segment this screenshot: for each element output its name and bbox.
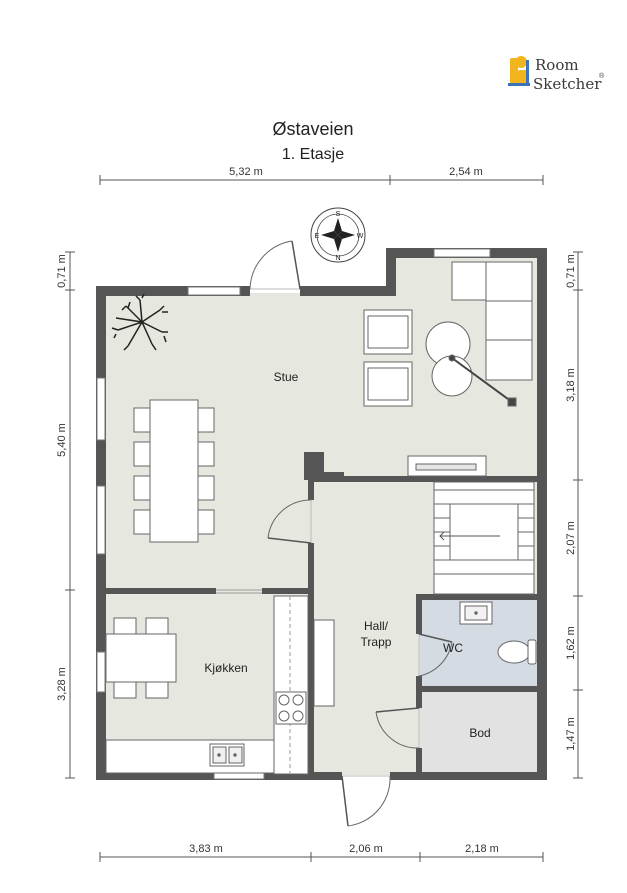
logo-registered-mark: ® [599,72,605,80]
dim-right-3: 2,07 m [565,521,577,555]
window-left-middle [96,485,106,555]
dim-right-1: 0,71 m [565,254,577,288]
windows [96,248,491,780]
compass-s: S [336,211,341,218]
wall-wc-left-upper [416,594,422,634]
logo-figure-icon [508,56,530,86]
wall-right [537,248,547,780]
toilet-icon [497,639,537,665]
wall-wc-left-lower [416,676,422,690]
armchair-1 [363,309,413,355]
wall-top-left [96,286,250,296]
dim-bottom-1: 3,83 m [189,843,223,855]
dim-bottom-3: 2,18 m [465,843,499,855]
hall-wardrobe [313,619,335,707]
room-label-bod: Bod [469,726,490,740]
roomsketcher-logo: Room Sketcher ® [508,56,605,93]
room-label-hall-line1: Hall/ [364,619,389,633]
window-left-upper [96,377,106,441]
wall-step [386,248,396,296]
door-entry-top [249,240,301,290]
sofa [451,261,533,381]
window-top-stue [187,286,241,296]
kitchen-sink-icon [209,743,245,767]
window-top-right [433,248,491,258]
room-label-wc: WC [443,641,463,655]
wall-wc-top [416,594,547,600]
wall-hall-top [308,476,543,482]
door-stue-hall [267,499,312,544]
armchair-2 [363,361,413,407]
side-table-round [431,355,473,397]
dim-right-2: 3,18 m [565,368,577,402]
staircase [433,481,535,595]
dim-left-1: 0,71 m [56,254,68,288]
floor-lamp [448,354,517,407]
logo-line1: Room [535,56,579,74]
door-entry-bottom [341,775,391,827]
wall-bod-left-upper [416,686,422,708]
kitchen-counter-bottom [105,739,275,774]
wc-fixtures [459,601,537,665]
plan-subtitle: 1. Etasje [282,146,344,163]
dining-table [133,399,215,543]
dim-top-2: 2,54 m [449,166,483,178]
doors [216,240,453,827]
room-label-hall-line2: Trapp [361,635,392,649]
compass-n: N [335,255,340,262]
kitchen-furniture [105,595,309,775]
kitchen-counter-right [273,595,309,775]
stove-icon [275,691,307,725]
room-label-stue: Stue [274,370,299,384]
dimension-lines [65,175,583,862]
door-wc [418,633,453,677]
wall-bod-left-lower [416,748,422,778]
door-kitchen-sliding [216,589,262,594]
door-bod [375,707,420,749]
dim-left-2: 5,40 m [56,423,68,457]
wall-top-middle [300,286,396,296]
dim-bottom-2: 2,06 m [349,843,383,855]
room-label-kjokken: Kjøkken [204,661,247,675]
wall-hall-left-upper [308,476,314,500]
dim-top-1: 5,32 m [229,166,263,178]
wall-bottom-right [390,772,547,780]
wall-wc-bottom [416,686,547,692]
wc-sink-icon [459,601,493,625]
kitchen-table [105,617,177,699]
window-bottom-kitchen [213,772,265,780]
dim-left-3: 3,28 m [56,667,68,701]
bod-floor [420,690,543,775]
dim-right-5: 1,47 m [565,717,577,751]
compass-e: E [315,233,320,240]
plant-icon [111,293,168,351]
compass-w: W [357,233,364,240]
dim-right-4: 1,62 m [565,626,577,660]
logo-line2: Sketcher [533,75,602,93]
compass-icon: S N E W [310,207,366,263]
wall-hall-left-lower [308,543,314,778]
wall-kitchen-top-left [100,588,216,594]
tv-bench [407,455,487,477]
stue-furniture [133,261,533,543]
wall-kitchen-top-right [262,588,312,594]
hall-furniture [313,481,535,707]
plan-title: Østaveien [272,119,353,139]
column [304,452,324,476]
window-left-kitchen [96,651,106,693]
